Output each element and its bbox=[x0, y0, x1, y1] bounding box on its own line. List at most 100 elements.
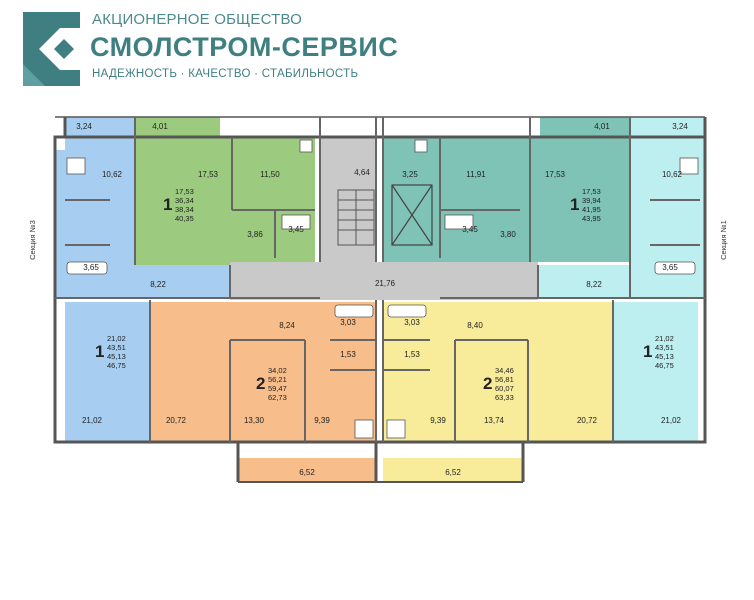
plumbing-fixtures bbox=[66, 139, 699, 439]
apartment-area-value: 59,47 bbox=[268, 384, 287, 393]
apartment-room-count: 2 bbox=[256, 374, 265, 393]
apartment-area-value: 43,51 bbox=[655, 343, 674, 352]
room-area-apt-h-wc: 3,03 bbox=[404, 318, 420, 327]
room-area-apt-i-room-bottom: 21,02 bbox=[661, 416, 682, 425]
room-area-apt-h-loggia: 6,52 bbox=[445, 468, 461, 477]
apartment-area-value: 45,13 bbox=[107, 352, 126, 361]
room-area-apt-h-kitchen: 9,39 bbox=[430, 416, 446, 425]
apartment-summary-labels: 117,5336,3438,3440,35117,5339,9441,9543,… bbox=[95, 187, 674, 402]
apartment-h-fill bbox=[383, 302, 613, 442]
apartment-b-fill bbox=[135, 137, 315, 265]
room-area-apt-d-balcony: 4,01 bbox=[594, 122, 610, 131]
elevator-icon bbox=[391, 184, 433, 246]
room-area-apt-c-balcony: 3,25 bbox=[402, 170, 418, 179]
room-area-apt-f-room-bottom: 21,02 bbox=[82, 416, 103, 425]
room-area-apt-h-room2: 13,74 bbox=[484, 416, 505, 425]
apartment-area-value: 43,95 bbox=[582, 214, 601, 223]
section-right-label: Секция №1 bbox=[719, 220, 728, 260]
room-area-apt-g-room2: 13,30 bbox=[244, 416, 265, 425]
room-area-apt-c-bath: 3,45 bbox=[462, 225, 478, 234]
room-area-apt-a-bath: 3,65 bbox=[83, 263, 99, 272]
room-area-apt-c-hall: 3,80 bbox=[500, 230, 516, 239]
company-slogan: НАДЕЖНОСТЬ · КАЧЕСТВО · СТАБИЛЬНОСТЬ bbox=[92, 68, 359, 80]
apartment-area-value: 43,51 bbox=[107, 343, 126, 352]
room-area-apt-b-kitchen: 11,50 bbox=[260, 170, 280, 179]
apartment-c-fill bbox=[383, 137, 530, 262]
room-area-apt-g-kitchen: 9,39 bbox=[314, 416, 330, 425]
apartment-area-value: 62,73 bbox=[268, 393, 287, 402]
room-area-apt-b-bath: 3,45 bbox=[288, 225, 304, 234]
floor-plan: Секция №3 Секция №1 bbox=[28, 116, 728, 483]
room-area-apt-a-corridor: 8,22 bbox=[150, 280, 166, 289]
room-area-apt-c-kitchen: 11,91 bbox=[466, 170, 486, 179]
apartment-area-value: 56,81 bbox=[495, 375, 514, 384]
apartment-a-fill bbox=[65, 117, 135, 153]
inner-walls bbox=[55, 117, 705, 442]
apartment-area-value: 56,21 bbox=[268, 375, 287, 384]
room-area-elevator-hall: 21,76 bbox=[375, 279, 396, 288]
apartment-b-balcony-fill bbox=[135, 117, 220, 137]
room-area-apt-g-bath: 1,53 bbox=[340, 350, 356, 359]
apartment-e-fill-3 bbox=[538, 265, 630, 298]
apartment-area-value: 34,46 bbox=[495, 366, 514, 375]
room-area-apt-b-balcony: 4,01 bbox=[152, 122, 168, 131]
walls bbox=[53, 116, 707, 483]
stair-core-fill bbox=[320, 137, 376, 265]
apartment-area-value: 17,53 bbox=[175, 187, 194, 196]
apartment-area-value: 21,02 bbox=[107, 334, 126, 343]
apartment-area-value: 39,94 bbox=[582, 196, 601, 205]
room-area-apt-b-hall: 3,86 bbox=[247, 230, 263, 239]
room-area-apt-g-loggia: 6,52 bbox=[299, 468, 315, 477]
apartment-area-value: 46,75 bbox=[655, 361, 674, 370]
company-header: АКЦИОНЕРНОЕ ОБЩЕСТВО СМОЛСТРОМ-СЕРВИС НА… bbox=[0, 0, 754, 100]
apartment-i-fill bbox=[613, 302, 698, 442]
room-area-apt-a-balcony: 3,24 bbox=[76, 122, 92, 131]
apartment-area-value: 45,13 bbox=[655, 352, 674, 361]
apartment-e-fill bbox=[630, 117, 705, 153]
apartment-area-value: 17,53 bbox=[582, 187, 601, 196]
company-name: СМОЛСТРОМ-СЕРВИС bbox=[90, 32, 399, 62]
apartment-room-count: 1 bbox=[163, 195, 172, 214]
room-area-apt-h-corridor: 8,40 bbox=[467, 321, 483, 330]
staircase-icon bbox=[337, 189, 375, 246]
apartment-f-fill bbox=[65, 302, 150, 442]
room-area-apt-d-room: 17,53 bbox=[545, 170, 566, 179]
apartment-h-loggia-fill bbox=[383, 458, 523, 482]
company-logo-icon bbox=[23, 12, 82, 86]
room-area-stair-landing: 4,64 bbox=[354, 168, 370, 177]
room-labels: 3,24 10,62 3,65 8,22 4,01 17,53 11,50 3,86 3,45 4… bbox=[76, 122, 688, 477]
apartment-area-value: 38,34 bbox=[175, 205, 194, 214]
room-area-apt-g-wc: 3,03 bbox=[340, 318, 356, 327]
apartment-d-balcony-fill bbox=[540, 117, 630, 137]
apartment-area-value: 34,02 bbox=[268, 366, 287, 375]
apartment-g-loggia-fill bbox=[238, 458, 376, 482]
room-area-apt-h-bath: 1,53 bbox=[404, 350, 420, 359]
apartment-room-count: 2 bbox=[483, 374, 492, 393]
room-area-apt-e-hall: 10,62 bbox=[662, 170, 683, 179]
room-area-apt-e-corridor: 8,22 bbox=[586, 280, 602, 289]
room-area-apt-g-corridor: 8,24 bbox=[279, 321, 295, 330]
room-area-apt-g-room1: 20,72 bbox=[166, 416, 187, 425]
apartment-area-value: 36,34 bbox=[175, 196, 194, 205]
apartment-room-count: 1 bbox=[570, 195, 579, 214]
section-left-label: Секция №3 bbox=[28, 220, 37, 260]
room-area-apt-h-room1: 20,72 bbox=[577, 416, 598, 425]
apartment-area-value: 63,33 bbox=[495, 393, 514, 402]
apartment-room-count: 1 bbox=[643, 342, 652, 361]
apartment-area-value: 41,95 bbox=[582, 205, 601, 214]
apartment-area-value: 60,07 bbox=[495, 384, 514, 393]
room-area-apt-b-room: 17,53 bbox=[198, 170, 219, 179]
apartment-room-count: 1 bbox=[95, 342, 104, 361]
room-area-apt-a-hall: 10,62 bbox=[102, 170, 123, 179]
apartment-d-fill bbox=[530, 137, 630, 262]
apartment-area-value: 40,35 bbox=[175, 214, 194, 223]
corridor-fill bbox=[230, 262, 538, 300]
company-form-label: АКЦИОНЕРНОЕ ОБЩЕСТВО bbox=[92, 11, 303, 28]
apartment-area-value: 46,75 bbox=[107, 361, 126, 370]
